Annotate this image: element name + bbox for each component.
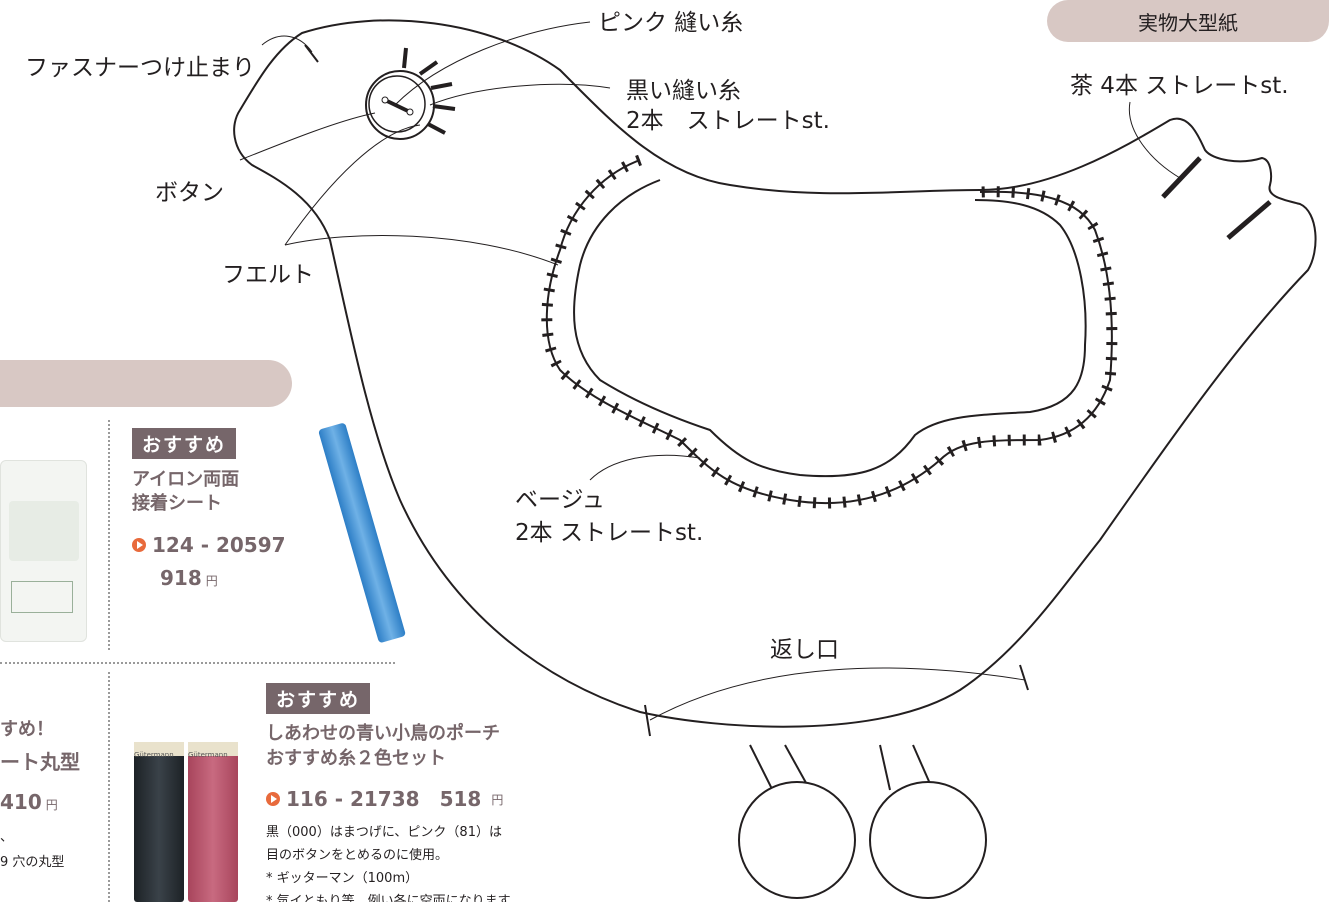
thread-set-yen: 円 <box>491 792 504 807</box>
badge-thread-set: おすすめ <box>266 683 371 714</box>
wing-stitch-line <box>541 154 1118 509</box>
label-pink-thread: ピンク 縫い糸 <box>598 10 744 36</box>
thread-set-desc-1: 黒（000）はまつげに、ピンク（81）は <box>266 825 502 840</box>
section-banner <box>0 360 292 407</box>
iron-sheet-code: 124 - 20597 <box>132 533 286 557</box>
left-foot <box>738 781 856 899</box>
pink-spool-image: Gütermann <box>188 742 238 902</box>
wing-outer <box>545 159 1113 504</box>
left-item-desc-1: 、 <box>0 830 14 845</box>
iron-sheet-name-1: アイロン両面 <box>132 469 240 490</box>
divider-vertical-top <box>108 420 110 650</box>
pink-spool-label: Gütermann <box>188 742 238 759</box>
thread-set-name-2: おすすめ糸２色セット <box>266 748 446 769</box>
iron-sheet-price-value: 918 <box>160 566 202 590</box>
left-item-price-value: 410 <box>0 790 42 814</box>
black-spool-brand: Gütermann <box>134 751 174 759</box>
pattern-tab: 実物大型紙 <box>1047 0 1329 42</box>
label-opening: 返し口 <box>770 637 839 663</box>
thread-set-desc-4: * 気イともり等 例い各に空両になります <box>266 894 511 902</box>
bird-body-outline <box>233 19 1317 728</box>
label-beige-2: 2本 ストレートst. <box>515 520 704 546</box>
black-spool-label: Gütermann <box>134 742 184 759</box>
label-zipper: ファスナーつけ止まり <box>25 55 255 81</box>
left-item-yen: 円 <box>45 798 58 812</box>
play-arrow-icon <box>132 538 146 552</box>
batting-package-image <box>0 460 87 642</box>
thread-set-desc-2: 目のボタンをとめるのに使用。 <box>266 848 449 863</box>
label-black-thread-1: 黒い縫い糸 <box>626 78 741 104</box>
label-button: ボタン <box>155 180 224 206</box>
label-black-thread-2: 2本 ストレートst. <box>626 108 830 134</box>
divider-vertical-bottom <box>108 672 110 902</box>
pattern-tab-label: 実物大型紙 <box>1138 10 1238 35</box>
iron-sheet-name-2: 接着シート <box>132 493 222 514</box>
left-item-name: ート丸型 <box>0 750 80 774</box>
thread-set-code-text: 116 - 21738 <box>286 787 420 811</box>
right-foot <box>869 781 987 899</box>
divider-horizontal <box>0 662 395 664</box>
thread-set-code: 116 - 21738 518 円 <box>266 787 503 811</box>
iron-sheet-code-text: 124 - 20597 <box>152 533 286 557</box>
play-arrow-icon <box>266 792 280 806</box>
thread-set-name-1: しあわせの青い小鳥のポーチ <box>266 723 500 744</box>
thread-set-desc-3: * ギッターマン（100m） <box>266 871 419 886</box>
badge-iron-sheet: おすすめ <box>132 428 237 459</box>
left-item-title: すめ！ <box>0 719 54 740</box>
black-spool-image: Gütermann <box>134 742 184 902</box>
iron-sheet-yen: 円 <box>205 574 218 588</box>
left-item-desc-2: 9 穴の丸型 <box>0 855 65 870</box>
pink-spool-brand: Gütermann <box>188 751 228 759</box>
label-beige-1: ベージュ <box>515 487 605 513</box>
label-brown-stitch: 茶 4本 ストレートst. <box>1070 73 1289 99</box>
wing-inner <box>573 179 1087 478</box>
label-felt: フエルト <box>222 262 314 288</box>
thread-set-price: 518 <box>439 787 482 811</box>
